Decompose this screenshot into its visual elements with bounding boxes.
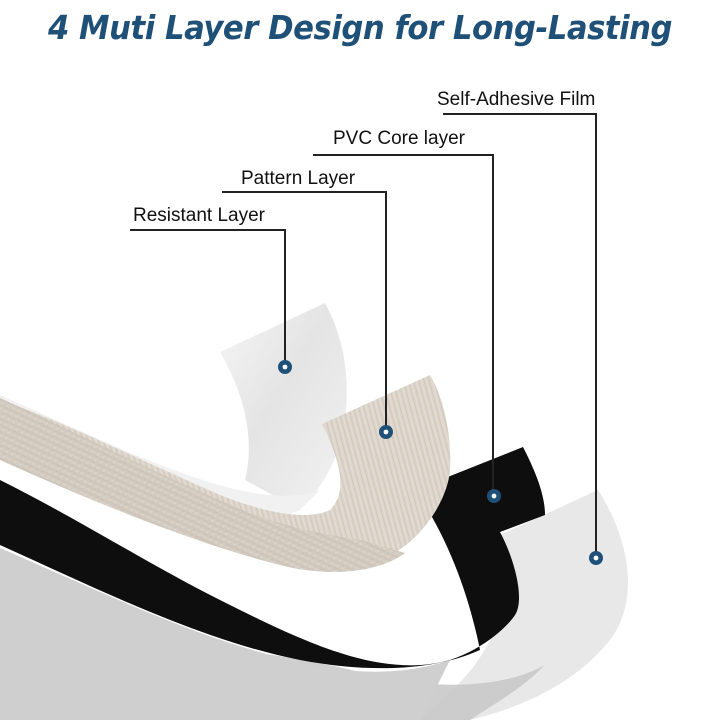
pvc-core-layer-label: PVC Core layer	[333, 128, 465, 149]
resistant-layer-dot-icon	[278, 360, 292, 374]
pattern-layer-shape	[0, 375, 451, 572]
page-title: 4 Muti Layer Design for Long-Lasting	[47, 8, 673, 47]
resistant-layer-label: Resistant Layer	[133, 205, 266, 226]
self-adhesive-film-dot-icon	[589, 551, 603, 565]
pattern-layer-label: Pattern Layer	[241, 168, 356, 189]
pvc-core-layer-dot-icon	[487, 489, 501, 503]
self-adhesive-film-label: Self-Adhesive Film	[437, 89, 596, 110]
pattern-layer-dot-icon	[379, 425, 393, 439]
callout-lines	[130, 113, 597, 558]
self-adhesive-film-shape	[0, 490, 628, 720]
pvc-core-layer-shape	[0, 447, 545, 669]
callout-dots	[278, 360, 603, 565]
